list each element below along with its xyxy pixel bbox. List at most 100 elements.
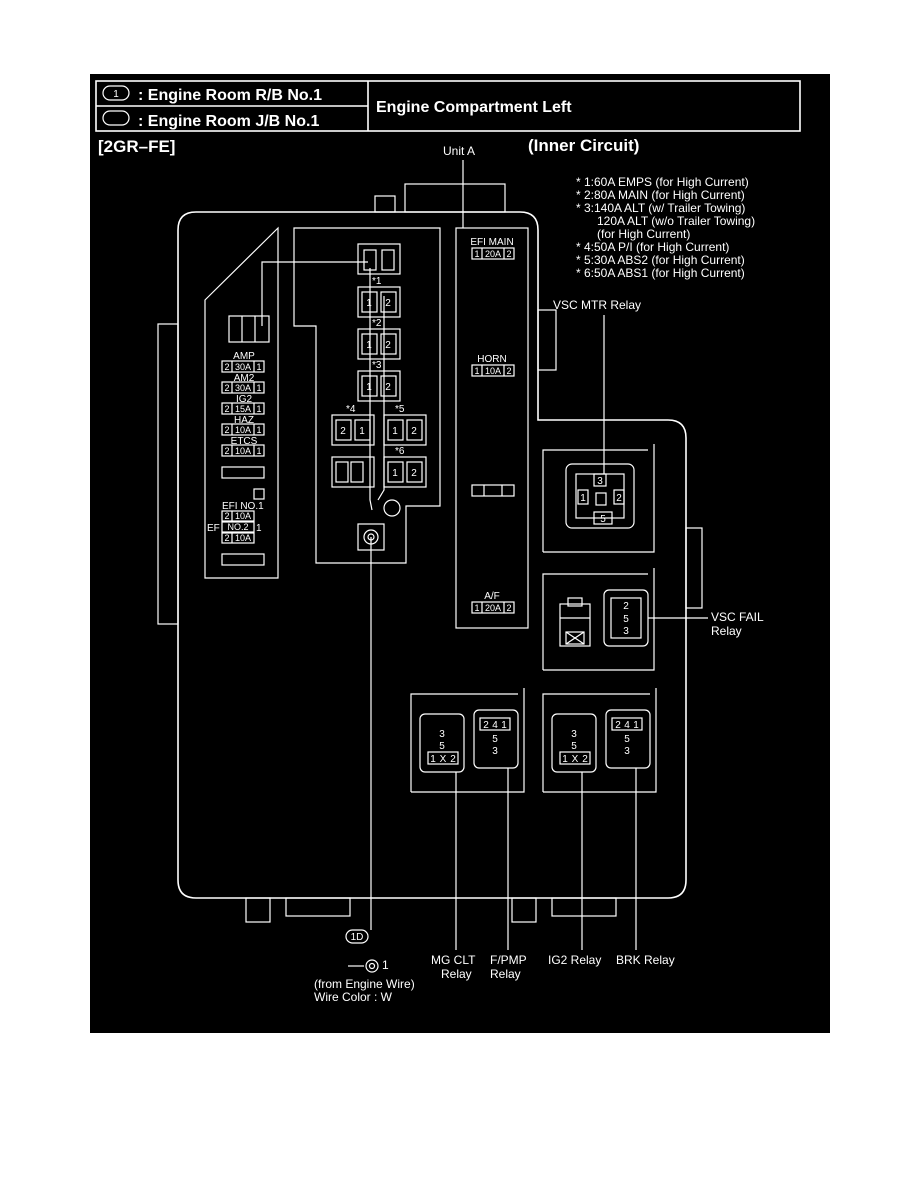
fuse-efi-main: 1 20A 2: [471, 247, 515, 260]
fuse-name-haz: HAZ: [234, 415, 254, 426]
svg-text:5: 5: [492, 734, 498, 745]
svg-text:1: 1: [256, 446, 261, 456]
svg-text:5: 5: [623, 614, 629, 625]
svg-text:1: 1: [256, 362, 261, 372]
spare-fuse-slot: [221, 466, 265, 479]
spare-fuse-slot: [471, 484, 515, 497]
mg-clt-relay-label: MG CLT: [431, 953, 476, 967]
svg-text:1: 1: [256, 425, 261, 435]
star-label: *6: [395, 446, 405, 457]
star-label: *3: [372, 360, 382, 371]
vsc-fail-relay-label: Relay: [711, 624, 742, 638]
diagram-background: [90, 74, 830, 1033]
jb-legend-text: : Engine Room J/B No.1: [138, 113, 319, 130]
bus-wire: [369, 268, 373, 511]
rb-legend-text: : Engine Room R/B No.1: [138, 87, 322, 104]
fuse-efi-no2: EF NO.2 1 2 10A: [207, 521, 262, 544]
ig2-brk-relay-area: 3 5 1 X 2 2 4 1 5 3: [542, 688, 657, 793]
note-line: 120A ALT (w/o Trailer Towing): [597, 214, 755, 228]
fuse-name-efi-no1: EFI NO.1: [222, 501, 264, 512]
svg-text:1: 1: [474, 366, 479, 376]
svg-text:1: 1: [501, 720, 507, 731]
f-pmp-relay: [473, 709, 519, 769]
svg-text:20A: 20A: [485, 249, 501, 259]
inner-circuit-label: (Inner Circuit): [528, 136, 639, 155]
note-line: * 6:50A ABS1 (for High Current): [576, 266, 745, 280]
svg-text:2: 2: [385, 340, 391, 351]
wire-line: [261, 261, 368, 326]
svg-text:3: 3: [439, 729, 445, 740]
svg-text:2: 2: [411, 426, 417, 437]
svg-text:1: 1: [562, 754, 568, 765]
svg-text:X: X: [572, 754, 579, 765]
fuse-horn: 1 10A 2: [471, 364, 515, 377]
svg-text:10A: 10A: [485, 366, 501, 376]
svg-text:1: 1: [474, 603, 479, 613]
svg-text:1: 1: [474, 249, 479, 259]
star-label: *1: [372, 276, 382, 287]
svg-text:2: 2: [224, 446, 229, 456]
svg-text:1: 1: [392, 468, 398, 479]
svg-text:2: 2: [224, 533, 229, 543]
svg-text:5: 5: [624, 734, 630, 745]
svg-text:1: 1: [366, 298, 372, 309]
note-line: * 4:50A P/I (for High Current): [576, 240, 729, 254]
svg-text:20A: 20A: [485, 603, 501, 613]
svg-text:2: 2: [483, 720, 489, 731]
svg-text:30A: 30A: [235, 362, 251, 372]
vsc-fail-relay-area: 2 5 3 VSC FAIL Relay: [542, 568, 764, 671]
bus-wire: [377, 296, 385, 501]
fuse-name-am2: AM2: [234, 373, 255, 384]
svg-text:3: 3: [624, 746, 630, 757]
box-outline: [157, 183, 703, 923]
center-fuse-panel: *1 1 2 *2 1 2 *3 1 2 *4: [293, 227, 441, 930]
svg-text:1: 1: [113, 89, 119, 100]
svg-text:1: 1: [382, 958, 389, 972]
fuse-name-etcs: ETCS: [231, 436, 258, 447]
fuse-haz: 2 10A 1: [221, 423, 265, 436]
svg-text:1: 1: [359, 426, 365, 437]
svg-text:1: 1: [366, 382, 372, 393]
mg-clt-relay-label: Relay: [441, 967, 472, 981]
svg-text:NO.2: NO.2: [227, 522, 248, 532]
connector-1d: 1D 1 (from Engine Wire) Wire Color : W: [314, 929, 415, 1004]
svg-text:10A: 10A: [235, 425, 251, 435]
svg-text:5: 5: [439, 741, 445, 752]
fuse-af: 1 20A 2: [471, 601, 515, 614]
engine-label: [2GR–FE]: [98, 137, 175, 156]
fuse-notes: * 1:60A EMPS (for High Current) * 2:80A …: [576, 175, 755, 280]
svg-text:2: 2: [224, 383, 229, 393]
location-title: Engine Compartment Left: [376, 99, 572, 116]
note-line: * 2:80A MAIN (for High Current): [576, 188, 745, 202]
fuse-am2: 2 30A 1: [221, 381, 265, 394]
svg-text:2: 2: [450, 754, 456, 765]
svg-text:10A: 10A: [235, 446, 251, 456]
fusible-link-5: 1 2: [383, 414, 427, 446]
fuse-ig2: 2 15A 1: [221, 402, 265, 415]
f-pmp-relay-label: F/PMP: [490, 953, 527, 967]
jb-symbol-icon: [102, 110, 130, 126]
svg-text:2: 2: [385, 382, 391, 393]
ig2-relay-label: IG2 Relay: [548, 953, 601, 967]
svg-text:4: 4: [624, 720, 630, 731]
svg-text:2: 2: [616, 493, 622, 504]
brk-relay: [605, 709, 651, 769]
note-line: * 1:60A EMPS (for High Current): [576, 175, 749, 189]
right-fuse-column: EFI MAIN 1 20A 2 HORN 1 10A 2 A/F 1 20A …: [455, 160, 529, 629]
svg-text:2: 2: [623, 601, 629, 612]
connector-source: (from Engine Wire): [314, 977, 415, 991]
svg-text:2: 2: [224, 511, 229, 521]
fuse-name-af: A/F: [484, 591, 500, 602]
fuse-amp: 2 30A 1: [221, 360, 265, 373]
star-label: *5: [395, 404, 405, 415]
brk-relay-label: BRK Relay: [616, 953, 675, 967]
svg-text:2: 2: [582, 754, 588, 765]
svg-text:2: 2: [224, 362, 229, 372]
ig2-relay: [551, 713, 597, 773]
svg-text:1: 1: [366, 340, 372, 351]
mg-clt-relay: [419, 713, 465, 773]
svg-text:1: 1: [256, 383, 261, 393]
svg-text:3: 3: [492, 746, 498, 757]
svg-text:1: 1: [256, 523, 262, 534]
